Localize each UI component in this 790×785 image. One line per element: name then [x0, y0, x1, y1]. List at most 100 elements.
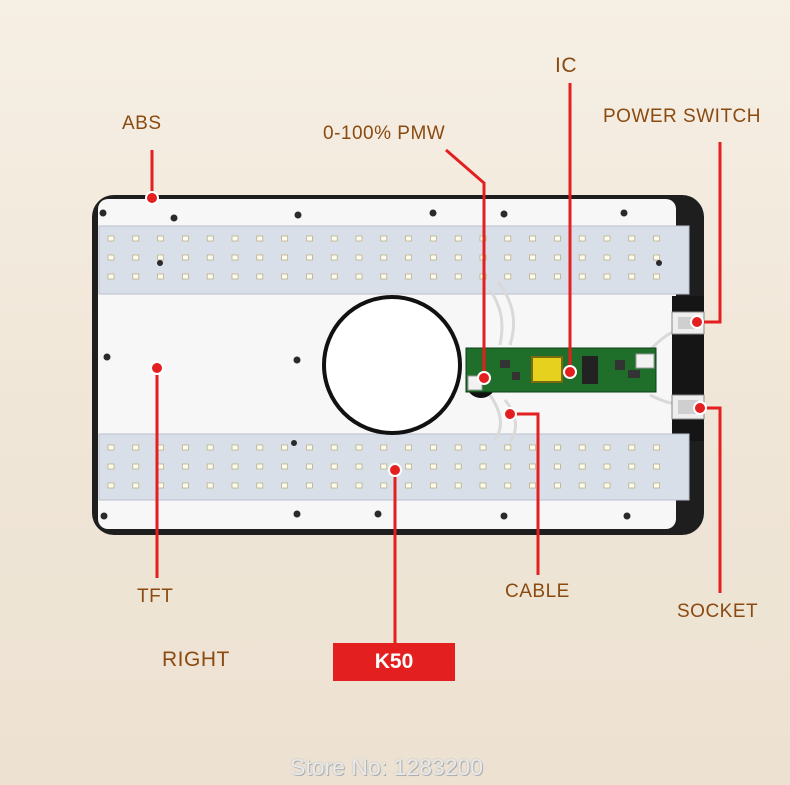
led-chip	[331, 464, 337, 469]
led-chip	[554, 255, 560, 260]
led-chip	[232, 274, 238, 279]
led-chip	[654, 274, 660, 279]
led-chip	[282, 255, 288, 260]
led-chip	[207, 464, 213, 469]
led-chip	[505, 464, 511, 469]
led-chip	[133, 274, 139, 279]
led-chip	[381, 464, 387, 469]
led-chip	[306, 445, 312, 450]
led-chip	[505, 236, 511, 241]
led-chip	[306, 236, 312, 241]
led-chip	[182, 236, 188, 241]
led-chip	[554, 483, 560, 488]
led-chip	[306, 464, 312, 469]
led-chip	[381, 483, 387, 488]
led-chip	[455, 236, 461, 241]
led-chip	[430, 274, 436, 279]
led-chip	[406, 445, 412, 450]
led-chip	[654, 483, 660, 488]
led-chip	[579, 255, 585, 260]
led-chip	[629, 236, 635, 241]
led-chip	[554, 445, 560, 450]
led-chip	[604, 464, 610, 469]
label-abs: ABS	[122, 113, 162, 135]
led-chip	[406, 274, 412, 279]
label-socket: SOCKET	[677, 601, 758, 623]
label-cable: CABLE	[505, 581, 570, 603]
led-chip	[430, 483, 436, 488]
led-chip	[182, 274, 188, 279]
led-chip	[108, 445, 114, 450]
led-chip	[331, 274, 337, 279]
led-chip	[232, 255, 238, 260]
label-power-switch: POWER SWITCH	[603, 106, 761, 128]
led-chip	[455, 483, 461, 488]
led-chip	[530, 236, 536, 241]
led-chip	[207, 483, 213, 488]
led-chip	[182, 255, 188, 260]
led-chip	[356, 255, 362, 260]
led-chip	[530, 445, 536, 450]
led-chip	[306, 483, 312, 488]
led-chip	[579, 445, 585, 450]
led-chip	[133, 464, 139, 469]
led-chip	[505, 445, 511, 450]
led-chip	[530, 483, 536, 488]
led-chip	[505, 255, 511, 260]
led-chip	[108, 255, 114, 260]
led-chip	[381, 236, 387, 241]
pcb-inductor	[532, 357, 562, 382]
led-chip	[579, 274, 585, 279]
led-chip	[207, 236, 213, 241]
led-chip	[430, 255, 436, 260]
led-chip	[406, 483, 412, 488]
led-chip	[282, 236, 288, 241]
led-chip	[108, 464, 114, 469]
led-chip	[406, 255, 412, 260]
led-chip	[182, 464, 188, 469]
led-chip	[356, 274, 362, 279]
led-chip	[579, 464, 585, 469]
led-chip	[381, 255, 387, 260]
led-chip	[356, 236, 362, 241]
led-chip	[133, 483, 139, 488]
led-chip	[257, 274, 263, 279]
led-chip	[282, 464, 288, 469]
led-chip	[480, 464, 486, 469]
led-chip	[430, 445, 436, 450]
led-chip	[430, 464, 436, 469]
led-chip	[530, 274, 536, 279]
model-badge: K50	[333, 643, 455, 681]
led-chip	[629, 483, 635, 488]
store-watermark: Store No: 1283200	[290, 754, 483, 781]
led-chip	[579, 236, 585, 241]
pcb-ic-chip	[582, 356, 598, 384]
led-chip	[629, 274, 635, 279]
led-chip	[108, 483, 114, 488]
led-chip	[554, 236, 560, 241]
led-chip	[158, 274, 164, 279]
led-chip	[257, 445, 263, 450]
led-chip	[505, 274, 511, 279]
led-chip	[629, 445, 635, 450]
led-chip	[480, 483, 486, 488]
led-chip	[207, 274, 213, 279]
led-chip	[654, 255, 660, 260]
led-chip	[604, 445, 610, 450]
led-chip	[356, 445, 362, 450]
led-chip	[232, 464, 238, 469]
led-chip	[430, 236, 436, 241]
led-chip	[282, 274, 288, 279]
led-chip	[257, 483, 263, 488]
led-chip	[629, 464, 635, 469]
led-chip	[306, 274, 312, 279]
led-chip	[554, 274, 560, 279]
led-chip	[579, 483, 585, 488]
led-chip	[406, 464, 412, 469]
pcb-connector-right	[636, 354, 654, 368]
led-chip	[257, 236, 263, 241]
label-ic: IC	[555, 54, 577, 78]
led-chip	[232, 483, 238, 488]
label-right: RIGHT	[162, 648, 230, 672]
led-chip	[604, 483, 610, 488]
